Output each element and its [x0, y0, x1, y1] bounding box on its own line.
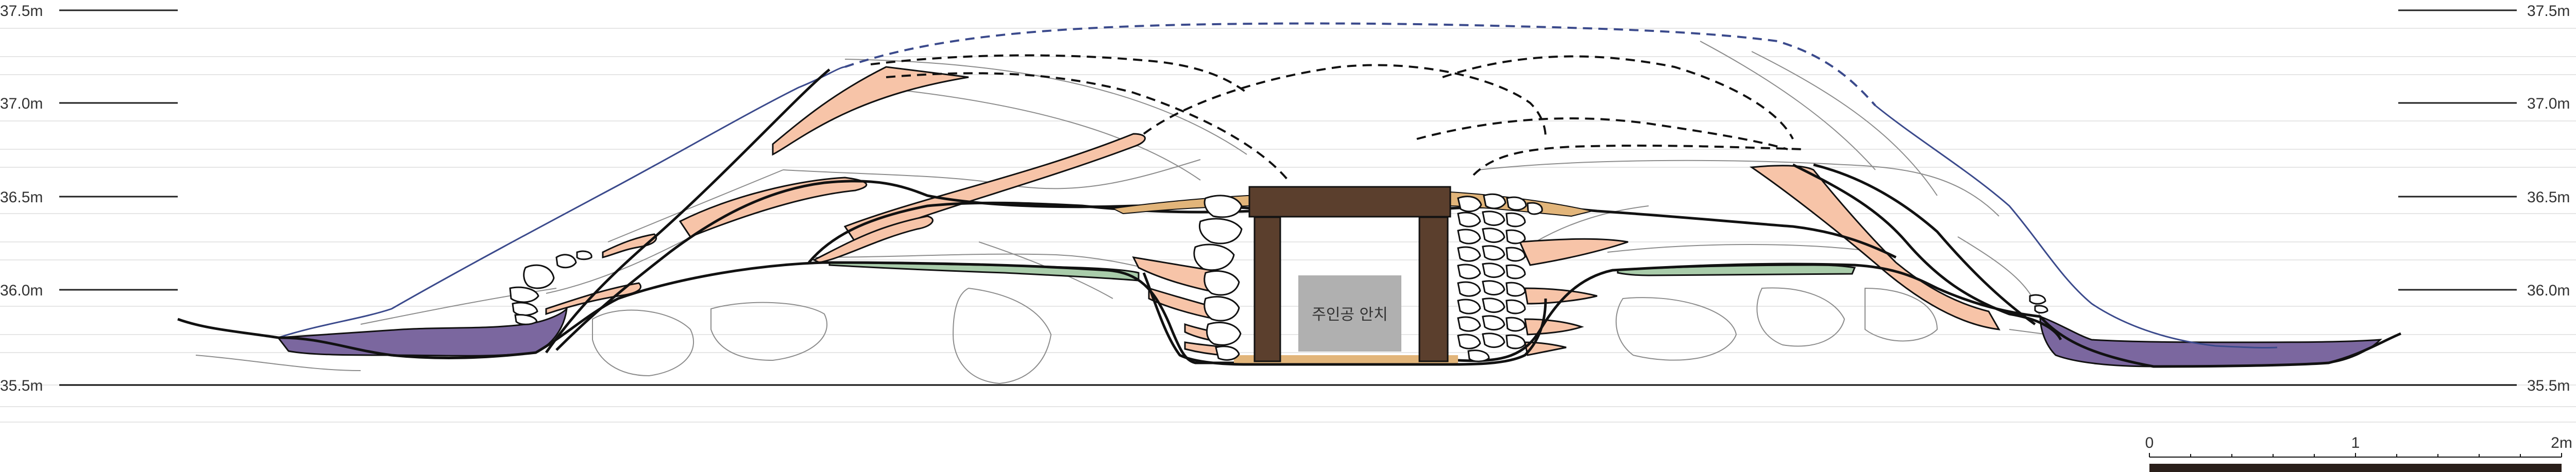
ditch-stones-right [2029, 294, 2048, 314]
original-ground-line [177, 261, 1236, 364]
elevation-label-right-37-5: 37.5m [2527, 3, 2570, 20]
chamber-wall-right [1418, 216, 1449, 362]
chamber-wall-left [1253, 216, 1281, 362]
mound-surface-outline [278, 66, 2278, 349]
elevation-label-left-37-0: 37.0m [0, 95, 43, 112]
pink-layer-left-4 [812, 215, 934, 264]
elevation-label-left-37-5: 37.5m [0, 3, 43, 20]
elevation-label-left-35-5: 35.5m [0, 377, 43, 394]
pink-layer-left-top [772, 66, 969, 156]
pink-layer-wedge-right [1518, 238, 1629, 266]
pink-layer-wedge-right-2 [1524, 287, 1598, 305]
coffin-label: 주인공 안치 [1312, 306, 1388, 324]
pink-layer-left-5 [545, 282, 642, 316]
pink-layer-left-6 [602, 233, 657, 258]
mound-fill-boundary-right-2 [1792, 163, 2062, 341]
chamber-stones-left [1193, 195, 1243, 361]
purple-ditch-right [2039, 315, 2382, 368]
mound-fill-boundary-left [545, 68, 831, 354]
buried-stones [592, 287, 1938, 384]
chamber-pit-cut [1142, 272, 1547, 366]
chamber-stones-right [1457, 193, 1543, 362]
reconstructed-mound-outline [844, 22, 1876, 107]
elevation-label-right-36-5: 36.5m [2527, 189, 2570, 206]
elevation-label-left-36-5: 36.5m [0, 189, 43, 206]
elevation-label-right-35-5: 35.5m [2527, 377, 2570, 394]
pink-layer-wedge-right-3 [1524, 318, 1584, 336]
scale-bar-solid [2149, 464, 2562, 472]
chamber-floor-bed [1234, 355, 1458, 364]
scale-label-1: 1 [2351, 434, 2360, 451]
pink-layer-left-3 [843, 133, 1146, 243]
scale-bar: 0 1 2m [2145, 434, 2572, 472]
scale-label-2: 2m [2551, 434, 2572, 451]
mound-section: 주인공 안치 [177, 22, 2401, 384]
wooden-chamber-frame [1248, 186, 1451, 362]
elevation-label-right-37-0: 37.0m [2527, 95, 2570, 112]
ditch-stones-left [509, 250, 592, 325]
main-strata-lines [177, 68, 2401, 368]
dashed-cover-lines [870, 54, 1804, 181]
original-ground-line-right [1458, 263, 2401, 368]
elevation-label-right-36-0: 36.0m [2527, 282, 2570, 299]
elevation-ticks [59, 9, 2517, 291]
pink-layer-left-2 [679, 177, 868, 238]
chamber-lid [1248, 186, 1451, 218]
elevation-label-left-36-0: 36.0m [0, 282, 43, 299]
coffin-box [1298, 275, 1401, 352]
green-layer-right [1617, 264, 1856, 276]
scale-label-0: 0 [2145, 434, 2154, 451]
mound-fill-boundary-left-3 [808, 201, 1252, 264]
mound-fill-boundary-right-3 [1813, 163, 2036, 326]
